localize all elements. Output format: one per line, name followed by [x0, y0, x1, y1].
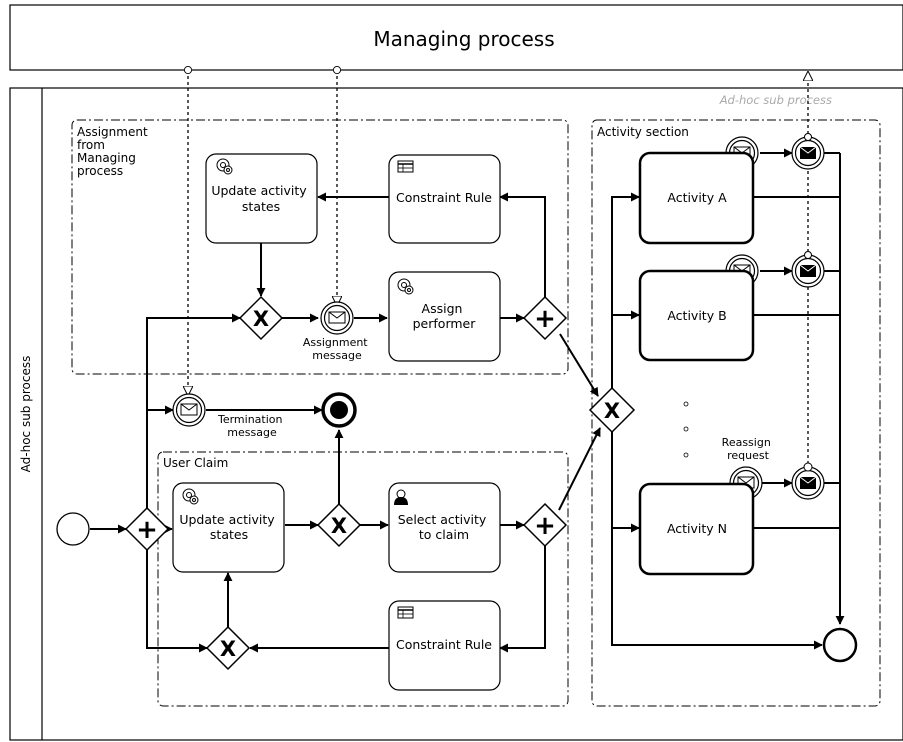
- task-activity-a[interactable]: Activity A: [638, 151, 755, 245]
- task-label: Activity B: [667, 308, 726, 323]
- task-constraint-rule-bottom[interactable]: Constraint Rule: [388, 600, 501, 691]
- task-label: Assign: [422, 301, 463, 316]
- parallel-symbol: +: [534, 511, 556, 541]
- parallel-symbol: +: [136, 515, 158, 545]
- parallel-symbol: +: [534, 304, 556, 334]
- group-assignment: Assignment from Managing process: [71, 119, 569, 375]
- task-update-activity-states-top[interactable]: Update activity states: [205, 153, 318, 244]
- exclusive-gateway-claim[interactable]: X: [316, 502, 362, 548]
- managing-process-title: Managing process: [373, 27, 554, 51]
- table-icon: [397, 606, 414, 619]
- svg-text:Assignment from Ma: Assignment from Managing process: [77, 125, 151, 178]
- assignment-message-event[interactable]: [320, 301, 354, 335]
- task-label: Constraint Rule: [396, 190, 492, 205]
- task-label: Update activity: [211, 183, 307, 198]
- task-label: Update activity: [179, 512, 275, 527]
- envelope-icon: [180, 403, 198, 416]
- svg-text:Update activity states: Update activity states: [179, 512, 278, 542]
- termination-message-label: Termination message: [217, 413, 286, 439]
- group-user-claim: User Claim: [157, 451, 569, 707]
- group-activity-section: Activity section: [591, 119, 881, 707]
- envelope-icon: [328, 311, 346, 324]
- task-activity-b[interactable]: Activity B: [638, 269, 755, 362]
- user-icon: [394, 489, 408, 505]
- task-update-activity-states-bottom[interactable]: Update activity states: [172, 482, 285, 573]
- reassign-request-label: Reassign request: [722, 436, 775, 462]
- exclusive-gateway-loop[interactable]: X: [205, 625, 251, 671]
- pool-lane-title: Ad-hoc sub process: [19, 356, 33, 473]
- exclusive-symbol: X: [220, 637, 236, 661]
- sequence-flows: [90, 148, 845, 653]
- reassign-throw-event-b[interactable]: [791, 251, 825, 288]
- end-event-terminate[interactable]: [321, 392, 357, 428]
- managing-process-pool[interactable]: Managing process: [9, 4, 903, 71]
- group-assignment-label-2: from: [77, 138, 105, 152]
- task-activity-n[interactable]: Activity N: [638, 482, 755, 576]
- filled-envelope-icon: [799, 146, 817, 159]
- task-constraint-rule-top[interactable]: Constraint Rule: [388, 154, 501, 244]
- exclusive-symbol: X: [604, 399, 620, 423]
- termination-message-event[interactable]: [172, 393, 206, 427]
- task-label: Select activity: [398, 512, 487, 527]
- exclusive-symbol: X: [331, 514, 347, 538]
- filled-envelope-icon: [799, 264, 817, 277]
- group-assignment-label-1: Assignment: [77, 125, 148, 139]
- reassign-throw-event-a[interactable]: [791, 133, 825, 170]
- gear-icon: [216, 158, 233, 175]
- message-flows: [188, 70, 808, 470]
- end-event[interactable]: [822, 627, 858, 663]
- svg-text:Select activity to claim: Select activity to claim: [398, 512, 491, 542]
- parallel-gateway-claim[interactable]: +: [522, 502, 568, 548]
- gear-icon: [182, 488, 199, 505]
- reassign-throw-event-n[interactable]: [791, 462, 825, 500]
- group-user-claim-label: User Claim: [163, 456, 228, 470]
- ad-hoc-watermark: Ad-hoc sub process: [719, 93, 832, 107]
- gear-icon: [397, 278, 414, 295]
- task-label: Constraint Rule: [396, 637, 492, 652]
- group-assignment-label-4: process: [77, 164, 123, 178]
- parallel-gateway-start[interactable]: +: [124, 506, 170, 552]
- group-activity-section-label: Activity section: [597, 125, 689, 139]
- group-assignment-label-3: Managing: [77, 151, 136, 165]
- exclusive-gateway-top[interactable]: X: [238, 295, 284, 341]
- assignment-message-label: Assignment message: [303, 336, 371, 362]
- svg-text:Assign performer: Assign performer: [413, 301, 477, 331]
- task-assign-performer[interactable]: Assign performer: [388, 271, 501, 362]
- exclusive-symbol: X: [253, 307, 269, 331]
- activity-ellipsis: [683, 401, 689, 458]
- parallel-gateway-top[interactable]: +: [522, 295, 568, 341]
- start-event[interactable]: [56, 512, 90, 546]
- task-label: Activity A: [667, 190, 727, 205]
- svg-text:Update activity states: Update activity states: [211, 183, 310, 214]
- table-icon: [397, 160, 414, 173]
- filled-envelope-icon: [799, 476, 817, 489]
- exclusive-gateway-merge[interactable]: X: [588, 386, 636, 434]
- task-label: Activity N: [667, 521, 727, 536]
- task-select-activity-to-claim[interactable]: Select activity to claim: [388, 482, 501, 573]
